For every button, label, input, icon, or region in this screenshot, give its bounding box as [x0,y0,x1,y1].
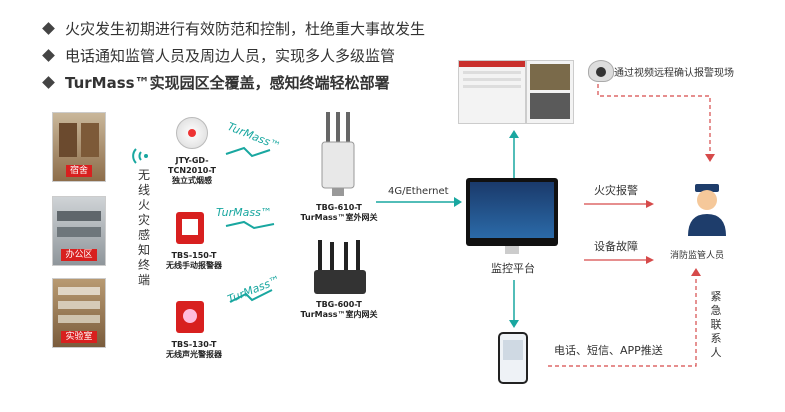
vertical-label: 无线火灾感知终端 [137,168,150,287]
fault-label: 设备故障 [594,240,638,253]
arrow-fire-alarm [584,200,654,208]
person-icon [688,184,726,236]
diamond-icon [42,22,55,35]
device-label: JTY-GD- TCN2010-T 独立式烟感 [168,156,216,185]
platform-screenshot [458,60,526,124]
gateway-label: TBG-610-T TurMass™室外网关 [300,203,378,222]
photo-lab: 实验室 [52,278,106,348]
outdoor-gateway-icon [321,112,355,196]
monitor-icon [466,178,558,246]
phone-icon [498,332,528,384]
location-label: 办公区 [61,249,97,261]
wireless-icon [132,148,148,164]
dashed-camera-to-person [597,84,715,162]
sound-light-alarm-icon [176,301,204,333]
fire-alarm-label: 火灾报警 [594,184,638,197]
notify-label: 电话、短信、APP推送 [554,344,663,357]
arrow-up-to-screens [509,130,519,178]
bullet-text: TurMass™实现园区全覆盖，感知终端轻松部署 [65,74,390,92]
video-screenshot [526,60,574,124]
video-label: 通过视频远程确认报警现场 [614,68,734,79]
wireless-links [225,146,275,303]
arrow-down-to-phone [509,280,519,328]
device-label: TBS-150-T 无线手动报警器 [166,251,222,270]
monitor-label: 监控平台 [491,262,535,275]
location-label: 实验室 [61,331,97,343]
indoor-gateway-icon [314,240,366,294]
photo-office: 办公区 [52,196,106,266]
bullet-2: 电话通知监管人员及周边人员，实现多人多级监管 [42,45,396,66]
manual-alarm-icon [176,212,204,244]
diamond-icon [42,76,55,89]
arrow-fault [584,256,654,264]
bullet-3: TurMass™实现园区全覆盖，感知终端轻松部署 [42,72,390,93]
dashed-phone-to-person [548,268,701,367]
bullet-text: 电话通知监管人员及周边人员，实现多人多级监管 [65,47,396,65]
diamond-icon [42,49,55,62]
smoke-detector-icon [176,117,208,149]
device-label: TBS-130-T 无线声光警报器 [166,340,222,359]
location-label: 宿舍 [65,165,92,177]
emergency-label: 紧急联系人 [710,290,722,359]
arrow-to-monitor [376,197,462,207]
camera-icon [588,60,614,82]
turmass-label: TurMass™ [216,206,272,219]
bullet-1: 火灾发生初期进行有效防范和控制，杜绝重大事故发生 [42,18,426,39]
photo-dormitory: 宿舍 [52,112,106,182]
monitor-stand [505,246,519,254]
person-label: 消防监管人员 [670,251,725,261]
link-label: 4G/Ethernet [388,186,449,197]
gateway-label: TBG-600-T TurMass™室内网关 [300,300,378,319]
bullet-text: 火灾发生初期进行有效防范和控制，杜绝重大事故发生 [65,20,426,38]
